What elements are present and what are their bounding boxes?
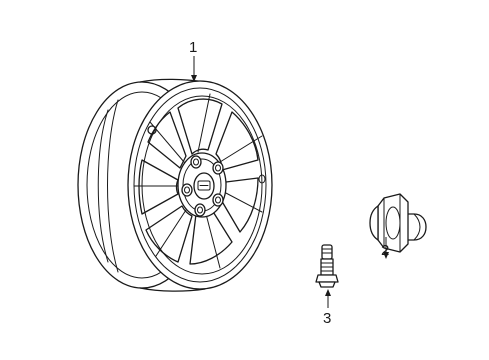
valve-stem-base xyxy=(315,274,339,283)
lug-nut xyxy=(369,193,427,253)
callout-2: 2 xyxy=(381,242,389,259)
wheel-valve-hole xyxy=(147,125,157,135)
wheel-spoke-ridges xyxy=(133,93,263,269)
callout-leaders xyxy=(191,56,389,308)
wheel-assembly xyxy=(77,78,273,292)
spoke-pocket-top-left xyxy=(147,111,187,169)
callout-3: 3 xyxy=(323,310,331,327)
wheel-front-rim-lip xyxy=(133,87,267,283)
spoke-pocket-bottom xyxy=(145,205,193,263)
wheel-rim-mark xyxy=(258,174,266,184)
lug-nut-cap-tip xyxy=(413,213,421,241)
valve-stem xyxy=(315,244,339,288)
valve-stem-cap xyxy=(321,244,333,260)
callout-1: 1 xyxy=(189,39,197,56)
lug-nut-face xyxy=(385,206,401,240)
wheel-lug-holes xyxy=(181,155,224,217)
wheel-front-rim-inner xyxy=(141,95,263,275)
lug-nut-seat xyxy=(369,205,379,241)
leader-1-arrow xyxy=(191,75,197,82)
valve-stem-flange xyxy=(318,281,336,288)
wheel-barrel-bottom xyxy=(139,287,206,292)
wheel-barrel-groove-1 xyxy=(97,109,109,263)
spoke-pocket-top xyxy=(177,98,223,155)
leader-2-arrow xyxy=(383,252,389,259)
wheel-center-cap-emblem xyxy=(197,180,211,191)
leader-3-arrow xyxy=(325,289,331,296)
wheel-barrel-groove-2 xyxy=(107,99,119,273)
